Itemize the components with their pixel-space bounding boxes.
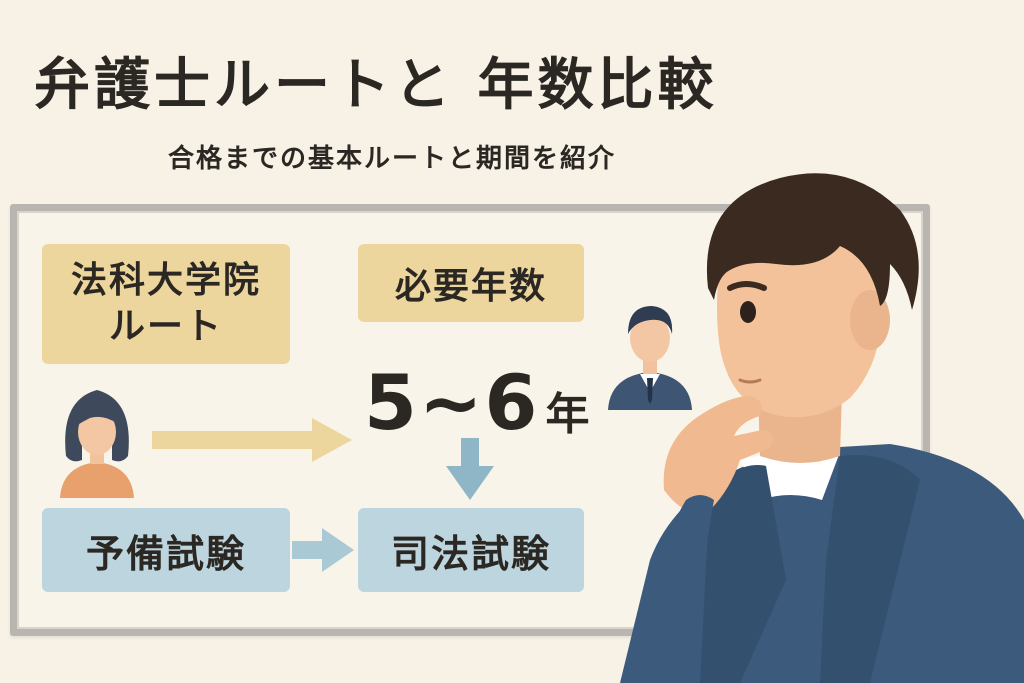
arrow-right-icon	[152, 418, 352, 462]
law-school-route-line1: 法科大学院	[70, 260, 261, 301]
arrow-down-icon	[446, 438, 494, 500]
woman-avatar-icon	[60, 390, 134, 498]
bar-exam-box: 司法試験	[358, 508, 584, 592]
page-subtitle: 合格までの基本ルートと期間を紹介	[168, 144, 617, 174]
page-title: 弁護士ルートと 年数比較	[34, 53, 718, 118]
man-avatar-icon	[608, 306, 692, 410]
law-school-route-box: 法科大学院 ルート	[42, 244, 290, 364]
years-unit: 年	[545, 389, 590, 440]
thinking-man-figure	[620, 173, 1024, 683]
preliminary-exam-box: 予備試験	[42, 508, 290, 592]
required-years-box: 必要年数	[358, 244, 584, 322]
arrow-right-icon	[292, 528, 354, 572]
law-school-route-line2: ルート	[108, 306, 223, 347]
years-number: 5~6	[364, 358, 540, 447]
